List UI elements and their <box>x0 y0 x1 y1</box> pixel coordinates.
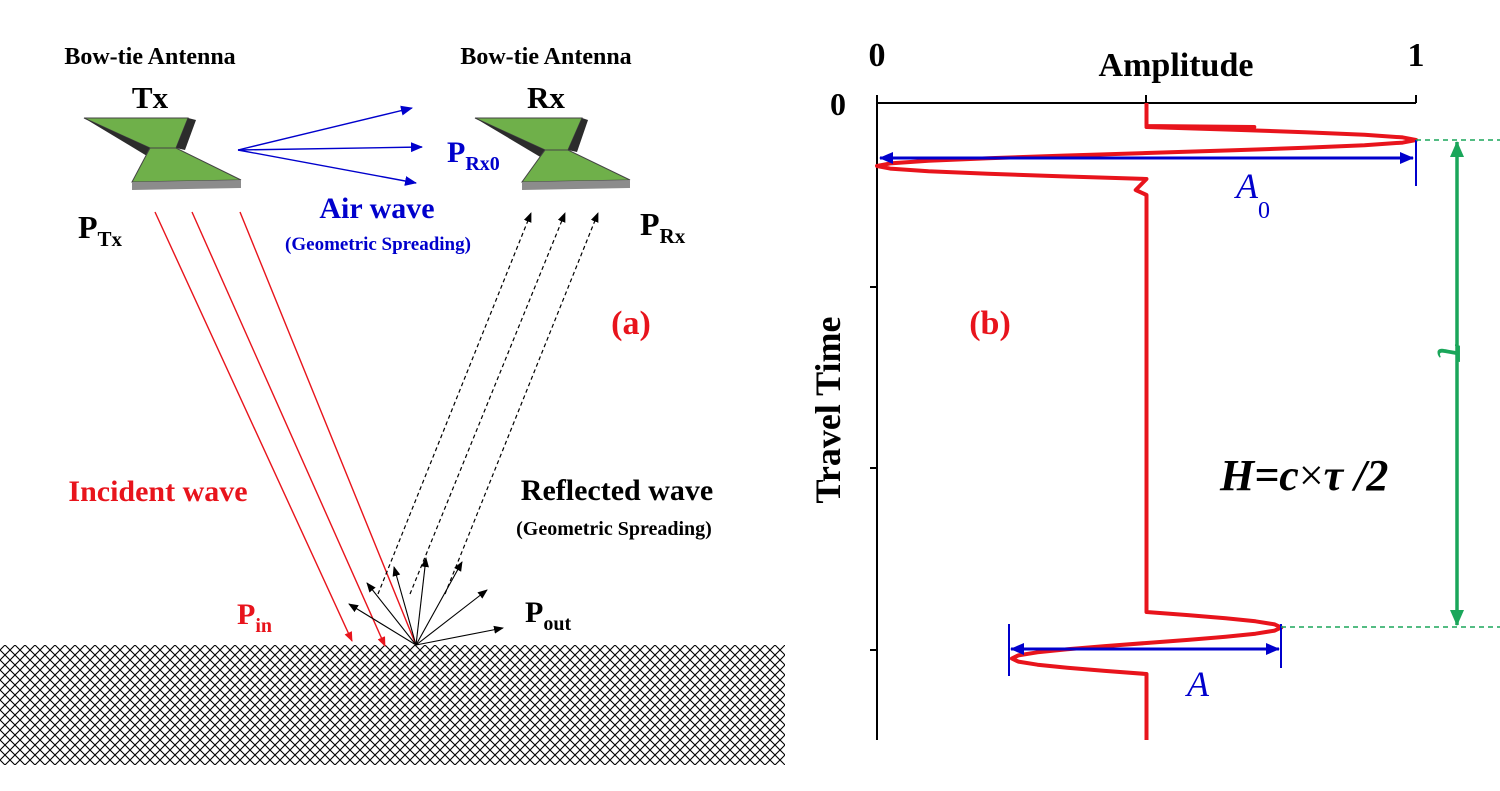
rx-antenna-icon <box>474 117 631 190</box>
reflected-wave-note: (Geometric Spreading) <box>516 518 712 540</box>
incident-power-sub: in <box>255 615 272 637</box>
x-tick-label-right: 1 <box>1408 37 1425 74</box>
rx-direct-power-main: P <box>447 136 465 169</box>
formula-suffix: /2 <box>1343 451 1388 500</box>
formula-times: × <box>1299 451 1324 500</box>
rx-antenna-heading: Bow-tie Antenna <box>460 44 631 70</box>
tx-label: Tx <box>132 80 169 115</box>
tx-antenna-heading: Bow-tie Antenna <box>64 44 235 70</box>
incident-rays <box>154 211 417 647</box>
reflected-wave-title: Reflected wave <box>521 474 713 507</box>
panel-a: Bow-tie Antenna Tx PTx Bow-tie Antenna R… <box>0 44 785 765</box>
formula-prefix: H=c <box>1219 451 1299 500</box>
incident-wave-title: Incident wave <box>68 475 247 508</box>
x-axis-title: Amplitude <box>1099 47 1254 84</box>
rx-power-sub: Rx <box>660 224 686 248</box>
delay-symbol: τ <box>1427 343 1480 362</box>
air-wave-title: Air wave <box>319 192 434 225</box>
out-power-label: Pout <box>525 596 571 635</box>
x-tick-label-left: 0 <box>869 37 886 74</box>
scatter-fan <box>348 557 504 646</box>
panel-b-label: (b) <box>969 305 1011 342</box>
depth-formula: H=c×τ /2 <box>1219 451 1388 500</box>
formula-tau: τ <box>1324 451 1345 500</box>
out-power-main: P <box>525 596 543 629</box>
reflected-rays <box>377 212 599 595</box>
y-axis-title: Travel Time <box>808 316 848 503</box>
air-wave-note: (Geometric Spreading) <box>285 234 471 255</box>
incident-power-main: P <box>237 598 255 631</box>
tx-power-sub: Tx <box>98 227 123 251</box>
out-power-sub: out <box>543 613 571 635</box>
air-wave-arrows <box>237 105 423 186</box>
rx-direct-power-label: PRx0 <box>447 136 500 175</box>
panel-a-label: (a) <box>611 305 651 342</box>
y-tick-label-top: 0 <box>830 86 846 122</box>
incident-power-label: Pin <box>237 598 272 637</box>
tx-power-label: PTx <box>78 209 123 251</box>
ground-surface <box>0 645 785 765</box>
panel-b: 0 1 Amplitude 0 Travel Time (b) A0 A τ H… <box>808 37 1500 740</box>
rx-power-main: P <box>640 206 660 242</box>
direct-amplitude-sub: 0 <box>1258 198 1270 224</box>
rx-label: Rx <box>527 80 565 115</box>
direct-amplitude-label: A0 <box>1234 166 1270 224</box>
radar-trace <box>875 103 1418 740</box>
rx-direct-power-sub: Rx0 <box>465 153 499 175</box>
tx-antenna-icon <box>83 117 242 190</box>
direct-amplitude-main: A <box>1234 166 1259 206</box>
rx-power-label: PRx <box>640 206 686 248</box>
tx-power-main: P <box>78 209 98 245</box>
reflected-amplitude-label: A <box>1185 664 1210 704</box>
